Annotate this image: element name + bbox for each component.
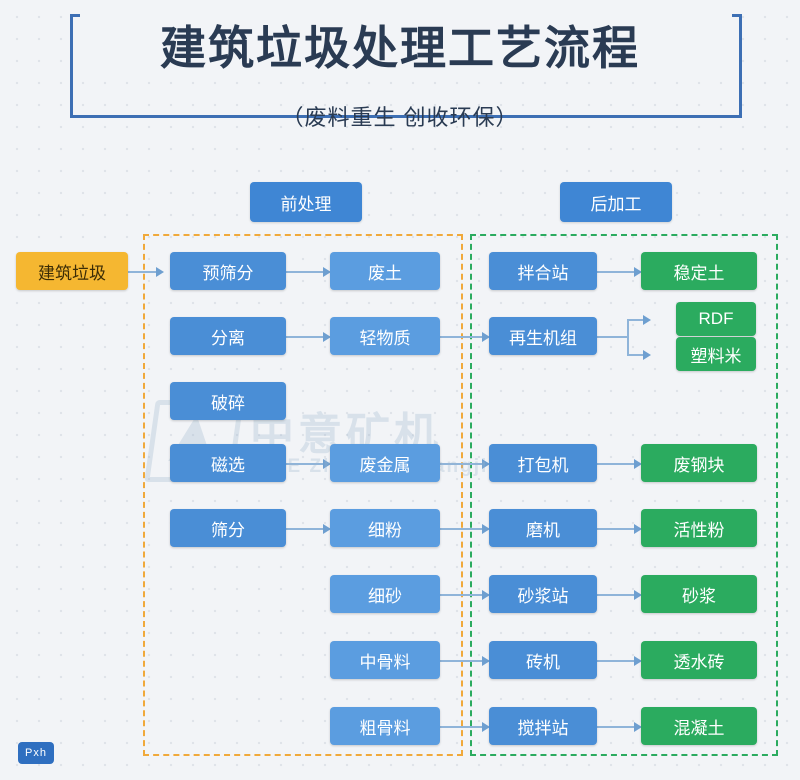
node-stage4-rdf[interactable]: RDF — [676, 302, 756, 336]
frame-postprocessing — [470, 234, 778, 756]
connector-finesand-to-mortarstation — [440, 594, 485, 596]
connector-input-to-prescreen — [128, 271, 158, 273]
connector-finepowder-to-mill — [440, 528, 485, 530]
section-header-pretreatment[interactable]: 前处理 — [250, 182, 362, 222]
node-stage2-medium-aggregate[interactable]: 中骨料 — [330, 641, 440, 679]
node-stage4-active-powder[interactable]: 活性粉 — [641, 509, 757, 547]
node-stage1-crushing[interactable]: 破碎 — [170, 382, 286, 420]
arrow-input-to-prescreen — [156, 267, 164, 277]
arrow-screening-to-finepowder — [323, 524, 331, 534]
site-logo[interactable]: Pxh — [18, 742, 54, 764]
node-stage1-prescreening[interactable]: 预筛分 — [170, 252, 286, 290]
node-stage1-screening[interactable]: 筛分 — [170, 509, 286, 547]
node-stage4-concrete[interactable]: 混凝土 — [641, 707, 757, 745]
connector-separation-to-light — [286, 336, 326, 338]
node-stage4-plastic-pellets[interactable]: 塑料米 — [676, 337, 756, 371]
connector-mortarstation-to-mortar — [597, 594, 637, 596]
node-stage3-recycling-unit[interactable]: 再生机组 — [489, 317, 597, 355]
node-stage2-fine-sand[interactable]: 细砂 — [330, 575, 440, 613]
arrow-recycleunit-to-rdf — [643, 315, 651, 325]
node-stage4-permeable-brick[interactable]: 透水砖 — [641, 641, 757, 679]
connector-mill-to-activepowder — [597, 528, 637, 530]
arrow-recycleunit-to-plastic — [643, 350, 651, 360]
page-subtitle: （废料重生 创收环保） — [281, 105, 519, 130]
connector-recycleunit-to-plastic — [627, 354, 645, 356]
frame-pretreatment — [143, 234, 463, 756]
connector-scrapmetal-to-baler — [440, 463, 485, 465]
connector-mediumaggregate-to-brickmachine — [440, 660, 485, 662]
node-stage1-separation[interactable]: 分离 — [170, 317, 286, 355]
arrow-brickmachine-to-permeablebrick — [634, 656, 642, 666]
section-header-postprocessing[interactable]: 后加工 — [560, 182, 672, 222]
connector-recycleunit-branch-vertical — [627, 320, 629, 355]
connector-mixingstation-to-concrete — [597, 726, 637, 728]
connector-recycleunit-branch — [597, 336, 627, 338]
connector-coarseaggregate-to-mixingstation — [440, 726, 485, 728]
node-stage2-waste-soil[interactable]: 废土 — [330, 252, 440, 290]
arrow-scrapmetal-to-baler — [482, 459, 490, 469]
connector-light-to-recycleunit — [440, 336, 485, 338]
node-stage4-stabilized-soil[interactable]: 稳定土 — [641, 252, 757, 290]
connector-mixingplant-to-stabilizedsoil — [597, 271, 637, 273]
node-stage2-scrap-metal[interactable]: 废金属 — [330, 444, 440, 482]
arrow-mixingplant-to-stabilizedsoil — [634, 267, 642, 277]
node-stage4-scrap-steel[interactable]: 废钢块 — [641, 444, 757, 482]
arrow-light-to-recycleunit — [482, 332, 490, 342]
arrow-magnetic-to-scrapmetal — [323, 459, 331, 469]
connector-prescreen-to-waste-soil — [286, 271, 326, 273]
connector-baler-to-scrapsteel — [597, 463, 637, 465]
node-stage2-fine-powder[interactable]: 细粉 — [330, 509, 440, 547]
node-stage3-brick-machine[interactable]: 砖机 — [489, 641, 597, 679]
connector-screening-to-finepowder — [286, 528, 326, 530]
arrow-coarseaggregate-to-mixingstation — [482, 722, 490, 732]
page-header: 建筑垃圾处理工艺流程 （废料重生 创收环保） — [0, 0, 800, 150]
node-stage4-mortar[interactable]: 砂浆 — [641, 575, 757, 613]
arrow-separation-to-light — [323, 332, 331, 342]
connector-brickmachine-to-permeablebrick — [597, 660, 637, 662]
arrow-mortarstation-to-mortar — [634, 590, 642, 600]
node-stage2-light-material[interactable]: 轻物质 — [330, 317, 440, 355]
arrow-mixingstation-to-concrete — [634, 722, 642, 732]
arrow-mill-to-activepowder — [634, 524, 642, 534]
arrow-finesand-to-mortarstation — [482, 590, 490, 600]
node-stage3-grinding-mill[interactable]: 磨机 — [489, 509, 597, 547]
arrow-prescreen-to-waste-soil — [323, 267, 331, 277]
node-stage2-coarse-aggregate[interactable]: 粗骨料 — [330, 707, 440, 745]
node-stage1-magnetic-separation[interactable]: 磁选 — [170, 444, 286, 482]
connector-magnetic-to-scrapmetal — [286, 463, 326, 465]
arrow-mediumaggregate-to-brickmachine — [482, 656, 490, 666]
title-frame-mask — [80, 2, 732, 72]
node-stage3-baler[interactable]: 打包机 — [489, 444, 597, 482]
node-stage3-concrete-mixing-station[interactable]: 搅拌站 — [489, 707, 597, 745]
node-stage3-mixing-plant[interactable]: 拌合站 — [489, 252, 597, 290]
arrow-finepowder-to-mill — [482, 524, 490, 534]
page-title: 建筑垃圾处理工艺流程 — [160, 22, 640, 74]
arrow-baler-to-scrapsteel — [634, 459, 642, 469]
connector-recycleunit-to-rdf — [627, 319, 645, 321]
node-stage3-mortar-station[interactable]: 砂浆站 — [489, 575, 597, 613]
node-input-construction-waste[interactable]: 建筑垃圾 — [16, 252, 128, 290]
